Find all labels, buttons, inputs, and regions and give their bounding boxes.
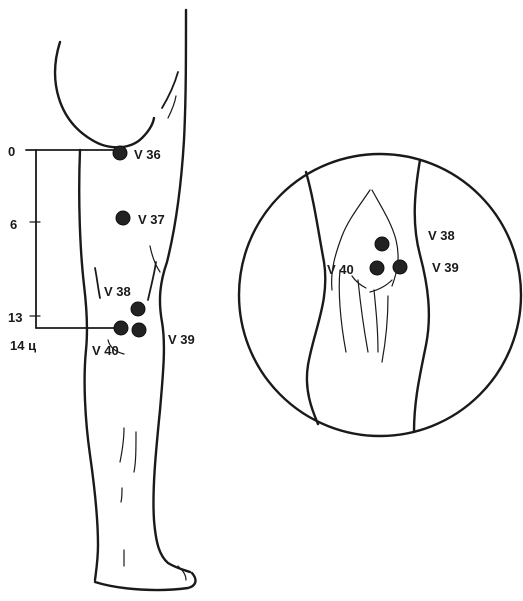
calf-line-1 [120, 428, 124, 462]
detail-tendon-6 [382, 296, 388, 362]
detail-fold [370, 280, 392, 292]
detail-point-v38 [375, 237, 389, 251]
detail-tendon-4 [358, 280, 368, 352]
hip-crease-2 [168, 96, 176, 118]
detail-left-edge [306, 172, 325, 424]
knee-crease-left [95, 268, 100, 298]
detail-label-v39: V 39 [432, 260, 459, 275]
point-v36 [113, 146, 127, 160]
calf-line-3 [121, 488, 122, 502]
detail-tendon-3 [339, 270, 346, 352]
leg-outline [55, 10, 195, 590]
scale-label-0: 0 [8, 144, 15, 159]
posterior-outline [153, 10, 190, 572]
point-v40 [114, 321, 128, 335]
detail-label-v40: V 40 [327, 262, 354, 277]
detail-circle [239, 154, 521, 436]
leg-acupoints: V 36 V 37 V 38 V 40 V 39 [92, 146, 195, 358]
scale-label-13: 13 [8, 310, 22, 325]
measurement-scale: 0 6 13 14 ц [8, 144, 118, 353]
anterior-outline [79, 150, 98, 580]
point-v38 [131, 302, 145, 316]
label-v39: V 39 [168, 332, 195, 347]
calf-line-2 [134, 432, 136, 472]
label-v38: V 38 [104, 284, 131, 299]
foot-sole [95, 573, 195, 590]
detail-point-v39 [393, 260, 407, 274]
detail-point-v40 [370, 261, 384, 275]
scale-label-14: 14 ц [10, 338, 36, 353]
knee-crease-right [148, 262, 156, 300]
point-v39 [132, 323, 146, 337]
buttock-curve [55, 42, 154, 147]
scale-label-6: 6 [10, 217, 17, 232]
hip-crease [162, 72, 178, 108]
detail-right-edge [414, 160, 429, 432]
detail-label-v38: V 38 [428, 228, 455, 243]
label-v40: V 40 [92, 343, 119, 358]
knee-detail-magnifier: V 38 V 40 V 39 [239, 154, 521, 436]
detail-tendon-5 [374, 290, 378, 352]
label-v36: V 36 [134, 147, 161, 162]
label-v37: V 37 [138, 212, 165, 227]
point-v37 [116, 211, 130, 225]
